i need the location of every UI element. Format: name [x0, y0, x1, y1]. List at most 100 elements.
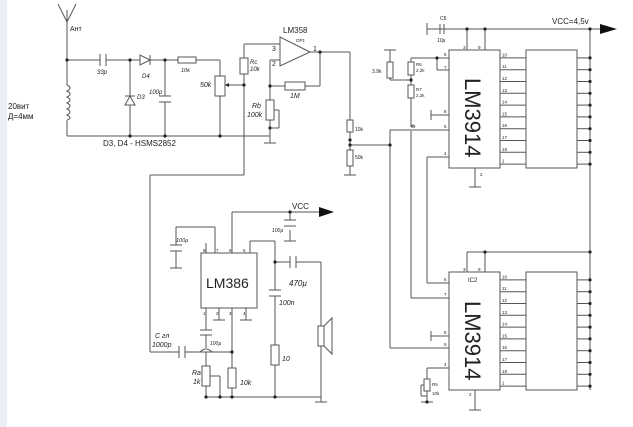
lm386-pin-8: 8 [203, 248, 206, 253]
ic1-pin-18: 18 [502, 147, 508, 152]
c-input-name-label: C гл [155, 333, 169, 340]
resistor-icon [407, 61, 415, 76]
diode-d3-label: D3 [137, 95, 145, 101]
ic1-pin-12: 12 [502, 76, 508, 81]
ic2-wires [390, 251, 590, 411]
ic1-junction [588, 115, 592, 119]
ic1-junction [588, 56, 592, 60]
ic1-junction [588, 162, 592, 166]
ic1-junction [588, 103, 592, 107]
c-vcc-label: 100µ [272, 228, 283, 234]
divider-r-top-label: 10k [355, 127, 364, 133]
ic1-pin-15: 15 [502, 111, 508, 116]
resistor-icon [346, 119, 354, 133]
ic2-pin-17: 17 [502, 357, 508, 362]
resistor-icon [239, 57, 249, 75]
ic2-pin-4: 4 [444, 362, 447, 367]
led-bargraph-1 [525, 49, 578, 169]
ic1-junction [588, 68, 592, 72]
ic2-junction [588, 384, 592, 388]
ic2-ref-label: IC2 [468, 278, 478, 284]
c5-name-label: C5 [440, 16, 447, 22]
ic1-junction [588, 138, 592, 143]
c-out-label: 470µ [289, 279, 307, 288]
ic2-pin-8: 8 [444, 330, 447, 335]
vcc-arrow-icon [600, 24, 617, 34]
ic1-pin-14: 14 [502, 100, 508, 105]
lm386-pin-2: 2 [216, 311, 219, 316]
capacitor-icon [200, 329, 212, 336]
ic2-pin-12: 12 [502, 298, 508, 303]
opamp-part-label: LM358 [283, 26, 308, 35]
diode-note: D3, D4 - HSMS2852 [103, 139, 176, 148]
ic2-body [448, 271, 501, 391]
lm386-pin-7: 7 [216, 248, 219, 253]
ra-name-label: Ra [192, 370, 201, 377]
rb-value-label: 100k [247, 112, 263, 119]
ic2-pin-18: 18 [502, 369, 508, 374]
ic1-junction [588, 91, 592, 95]
c-input-value-label: 1000p [152, 342, 172, 349]
ic1-body [448, 49, 501, 169]
capacitor-c5-icon [439, 24, 445, 34]
c-input-label: 33p [97, 70, 108, 76]
ic2-pin-14: 14 [502, 322, 508, 327]
ic1-pin-11: 11 [502, 64, 507, 69]
r-10k-label: 10k [240, 380, 252, 387]
r5-value-label: 10k [432, 391, 440, 396]
coil-icon [65, 84, 71, 121]
lm386-pin-1: 1 [203, 311, 206, 316]
ic1-pin-6: 6 [444, 52, 447, 57]
ic2-pin-10: 10 [502, 274, 508, 279]
lm386-pin-5: 5 [243, 248, 246, 253]
speaker-icon [317, 316, 333, 356]
c-filter-label: 100p [149, 90, 163, 96]
c5-value-label: 10µ [437, 38, 446, 44]
r6-value-label: 2,2k [416, 68, 425, 73]
ra-value-label: 1k [193, 379, 201, 386]
ic1-junction [588, 79, 592, 84]
vcc-main-label: VCC=4,5v [552, 17, 589, 26]
divider-r-bottom-label: 50k [355, 155, 364, 161]
ic1-pin-9: 9 [478, 45, 481, 50]
ic1-pin-3: 3 [463, 45, 466, 50]
ic2-junction [588, 349, 592, 353]
ic1-wires [384, 23, 600, 390]
capacitor-icon [99, 54, 107, 66]
resistor-icon [177, 56, 197, 64]
opamp-ref-label: OP1 [296, 38, 306, 43]
ic1-pin-2: 2 [480, 172, 483, 177]
ic2-pin-11: 11 [502, 286, 507, 291]
capacitor-icon [159, 95, 171, 103]
ic2-pin-3: 3 [463, 267, 466, 272]
resistor-icon [270, 344, 280, 366]
ic2-pin-13: 13 [502, 310, 508, 315]
led-bargraph-2 [525, 271, 578, 391]
r5-name-label: R5 [432, 382, 438, 387]
lm386-pin-4: 4 [243, 311, 246, 316]
c-gain-label: 100µ [210, 341, 221, 347]
diode-d4-label: D4 [142, 74, 150, 80]
ic2-pin-9: 9 [478, 267, 481, 272]
coil-turns-label: 20вит [8, 102, 30, 111]
r-3-9k-label: 3.9k [372, 69, 382, 75]
r-zobel-label: 10 [282, 356, 290, 363]
capacitor-icon [284, 219, 296, 227]
rb-name-label: Rb [252, 103, 261, 110]
capacitor-icon [269, 289, 281, 297]
lm386-pin-3: 3 [229, 311, 232, 316]
r6-name-label: R6 [416, 62, 422, 67]
ic1-pin-5: 5 [444, 124, 447, 129]
resistor-icon [407, 84, 415, 99]
opamp-symbol [279, 36, 312, 67]
lm386-body [200, 252, 258, 309]
ic2-junction [588, 313, 592, 317]
ic1-pin-16: 16 [502, 123, 508, 128]
ic1-junction [588, 150, 592, 154]
diode-d4-icon [139, 54, 152, 66]
pot-50k-label: 50k [200, 82, 212, 89]
amp-vcc-label: VCC [292, 202, 309, 211]
trimmer-resistor-icon [423, 378, 431, 392]
feedback-resistor-label: 1M [290, 93, 300, 100]
